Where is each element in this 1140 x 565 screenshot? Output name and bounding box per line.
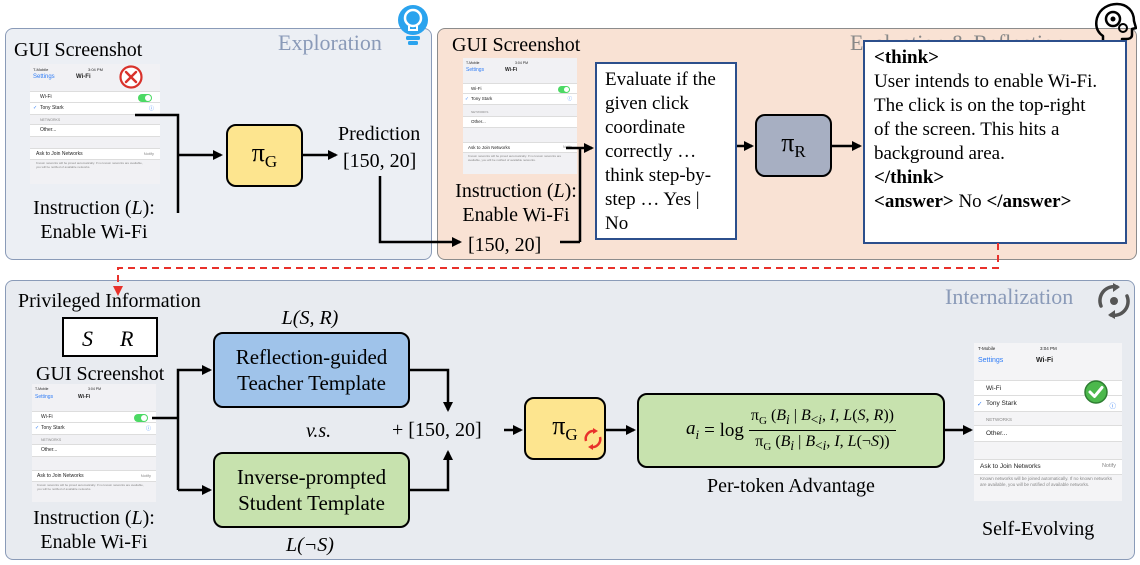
student-template-box: Inverse-prompted Student Template [213, 452, 410, 528]
refresh-cycle-icon [1098, 283, 1130, 319]
evaluation-instruction-line1: Instruction (L): [455, 180, 577, 202]
internalization-title: Internalization [945, 284, 1074, 309]
prompt-line: Evaluate if the [605, 69, 716, 90]
exploration-instruction-line2: Enable Wi-Fi [40, 221, 148, 243]
exploration-policy-label: πG [251, 138, 278, 172]
exploration-policy-box: πG [226, 124, 303, 187]
teacher-template-box: Reflection-guided Teacher Template [213, 332, 410, 408]
reflection-output-box: <think> User intends to enable Wi-Fi. Th… [863, 40, 1127, 244]
prompt-line: correctly … [605, 141, 697, 162]
formula-caption: Per-token Advantage [707, 475, 875, 497]
internal-instruction-line1: Instruction (L): [33, 507, 155, 529]
head-gears-icon [1095, 2, 1137, 46]
evaluation-instruction-line2: Enable Wi-Fi [462, 204, 570, 226]
think-line: The click is on the top-right [874, 95, 1086, 116]
exploration-screenshot-label: GUI Screenshot [14, 39, 143, 61]
student-line2: Student Template [238, 491, 385, 515]
check-icon [1084, 380, 1108, 404]
prompt-line: step … Yes | [605, 189, 700, 210]
privileged-info-label: Privileged Information [18, 290, 201, 312]
answer-line: <answer> No </answer> [874, 191, 1072, 212]
bulb-icon [398, 5, 428, 45]
reflection-policy-box: πR [755, 114, 832, 177]
internal-policy-label: πG [552, 411, 578, 445]
teacher-condition: L(S, R) [281, 307, 339, 329]
internal-screenshot-label: GUI Screenshot [36, 363, 165, 385]
plus-coord: + [150, 20] [392, 419, 482, 441]
think-line: background area. [874, 143, 1005, 164]
reflection-policy-label: πR [781, 128, 806, 162]
evaluation-coord: [150, 20] [468, 234, 542, 256]
prompt-line: coordinate [605, 117, 686, 138]
prediction-label: Prediction [338, 123, 421, 145]
self-evolving-label: Self-Evolving [982, 518, 1095, 540]
advantage-formula-box: ai = log πG (Bi | B<i, I, L(S, R)) πG (B… [637, 393, 945, 468]
student-condition: L(¬S) [286, 534, 334, 556]
teacher-line1: Reflection-guided [235, 345, 388, 369]
exploration-title: Exploration [278, 30, 382, 55]
teacher-line2: Teacher Template [237, 371, 386, 395]
prompt-line: think step-by- [605, 165, 712, 186]
internal-instruction-line2: Enable Wi-Fi [40, 531, 148, 553]
prediction-value: [150, 20] [343, 150, 417, 172]
think-close-tag: </think> [874, 167, 945, 188]
vs-label: v.s. [306, 420, 332, 442]
student-line1: Inverse-prompted [236, 465, 387, 489]
refresh-mini-icon [584, 428, 602, 450]
evaluation-prompt-box: Evaluate if the given click coordinate c… [595, 62, 737, 240]
priv-s: S [82, 326, 93, 351]
think-line: User intends to enable Wi-Fi. [874, 71, 1098, 92]
priv-r: R [120, 326, 134, 351]
prompt-line: No [605, 213, 629, 234]
think-line: of the screen. This hits a [874, 119, 1060, 140]
prompt-line: given click [605, 93, 689, 114]
privileged-info-box: S R [62, 317, 158, 357]
think-open-tag: <think> [874, 47, 939, 68]
exploration-instruction-line1: Instruction (L): [33, 197, 155, 219]
error-x-icon [119, 65, 143, 89]
evaluation-screenshot-label: GUI Screenshot [452, 34, 581, 56]
